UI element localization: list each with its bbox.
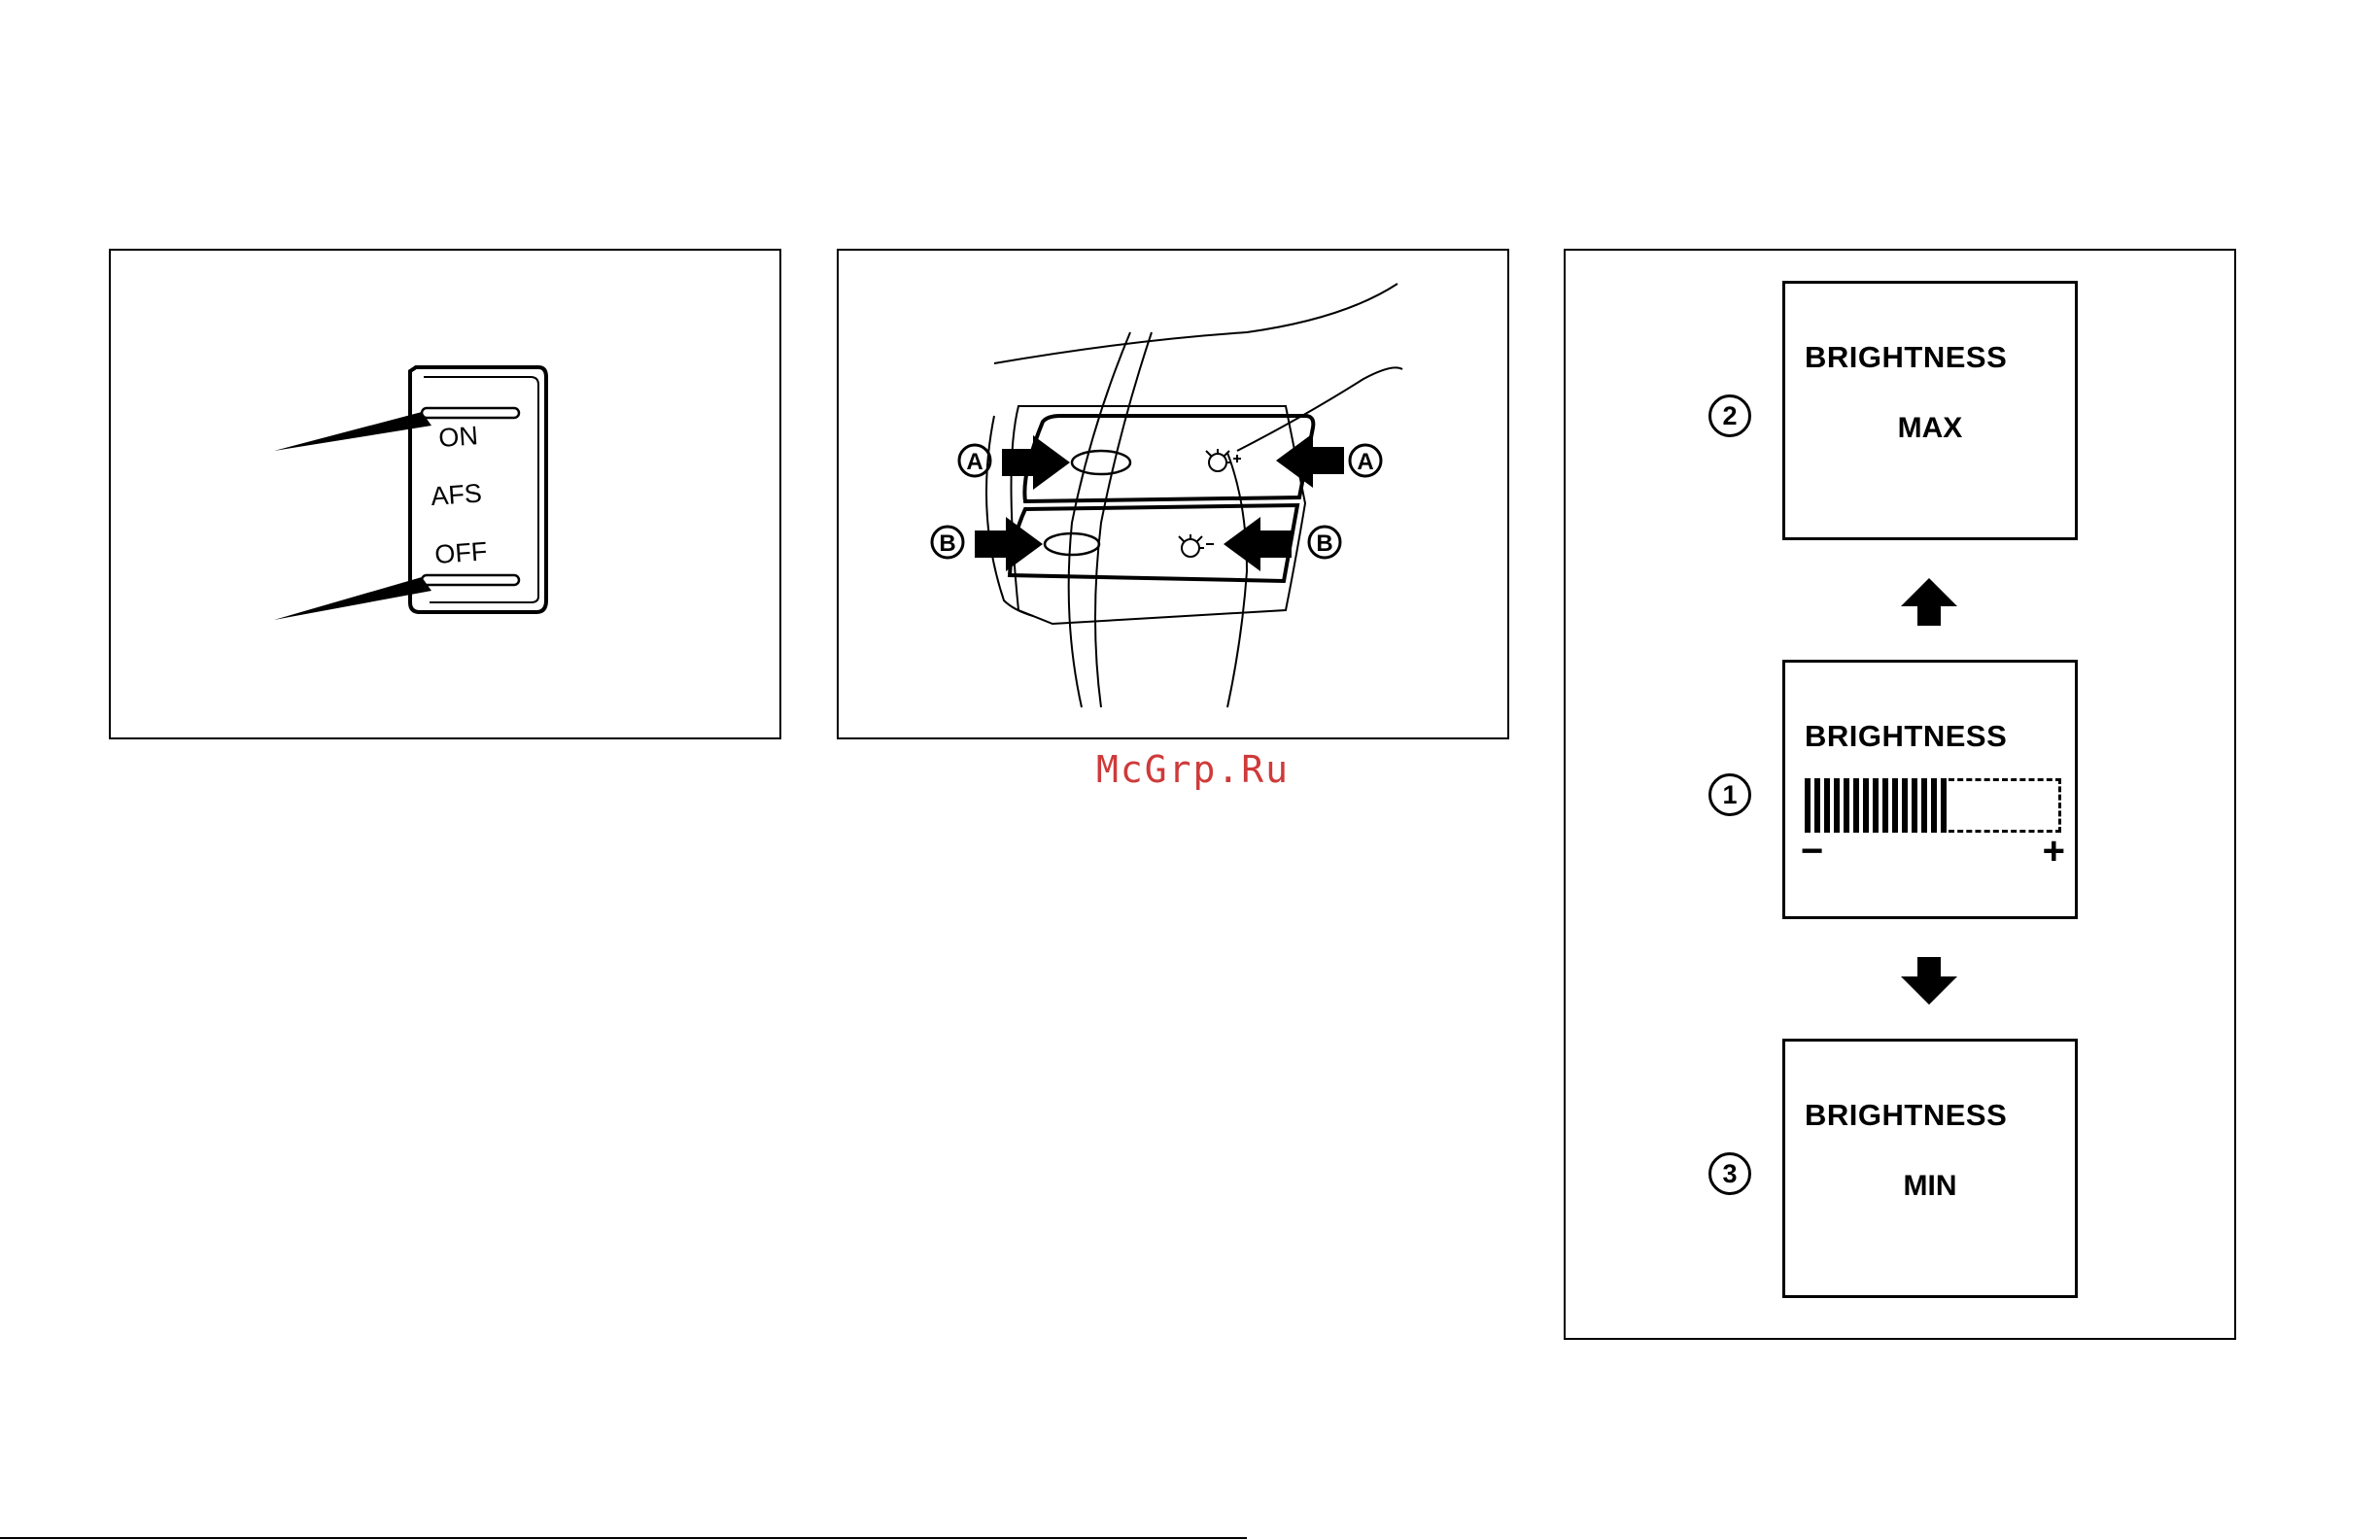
marker-2: 2 xyxy=(1708,394,1751,437)
afs-switch-drawing: ON AFS OFF xyxy=(111,251,783,741)
afs-switch-illustration: ON AFS OFF xyxy=(109,249,781,739)
off-rocker-bottom xyxy=(422,575,519,585)
screen-title: BRIGHTNESS xyxy=(1805,719,2007,754)
arrow-b-left-icon xyxy=(975,517,1043,571)
on-rocker-top xyxy=(422,408,519,418)
marker-a-left: A xyxy=(959,445,990,476)
screen-brightness-min: BRIGHTNESS MIN xyxy=(1782,1039,2078,1298)
svg-text:B: B xyxy=(939,530,955,557)
brightness-level-remaining xyxy=(1949,778,2061,833)
steering-switch-illustration: A A B B xyxy=(837,249,1509,739)
brightness-level-fill xyxy=(1805,778,1949,833)
brightness-display-illustration: 2 BRIGHTNESS MAX 1 BRIGHTNESS − + 3 BRIG… xyxy=(1564,249,2236,1340)
page-bottom-rule xyxy=(0,1537,1247,1539)
arrow-down-icon xyxy=(1901,957,1957,1005)
marker-a-right: A xyxy=(1350,445,1381,476)
arrow-off-icon xyxy=(274,577,431,620)
svg-text:B: B xyxy=(1316,530,1332,557)
screen-brightness-max: BRIGHTNESS MAX xyxy=(1782,281,2078,540)
button-b-left xyxy=(1045,533,1099,555)
svg-text:A: A xyxy=(1357,449,1373,475)
brightness-level-bar xyxy=(1805,778,2061,833)
svg-text:A: A xyxy=(966,449,983,475)
marker-1: 1 xyxy=(1708,773,1751,816)
marker-b-right: B xyxy=(1309,527,1340,558)
marker-3: 3 xyxy=(1708,1152,1751,1195)
watermark: McGrp.Ru xyxy=(1096,748,1290,791)
button-a-left xyxy=(1072,451,1130,474)
screen-value-min: MIN xyxy=(1785,1170,2075,1203)
marker-b-left: B xyxy=(932,527,963,558)
screen-value-max: MAX xyxy=(1785,412,2075,445)
on-label: ON xyxy=(437,421,478,453)
screen-brightness-adjust: BRIGHTNESS − + xyxy=(1782,660,2078,919)
arrow-on-icon xyxy=(274,412,431,451)
illumination-plus-icon xyxy=(1206,449,1241,471)
plus-sign: + xyxy=(2043,832,2065,871)
minus-sign: − xyxy=(1801,832,1823,871)
illumination-minus-icon xyxy=(1179,534,1214,557)
screen-title: BRIGHTNESS xyxy=(1805,340,2007,375)
arrow-a-right-icon xyxy=(1276,433,1344,488)
afs-label: AFS xyxy=(430,478,482,511)
arrow-b-right-icon xyxy=(1224,517,1292,571)
off-label: OFF xyxy=(433,536,488,569)
arrow-up-icon xyxy=(1901,578,1957,626)
steering-switch-drawing: A A B B xyxy=(839,251,1511,741)
upper-button-row xyxy=(1024,416,1313,501)
screen-title: BRIGHTNESS xyxy=(1805,1098,2007,1133)
